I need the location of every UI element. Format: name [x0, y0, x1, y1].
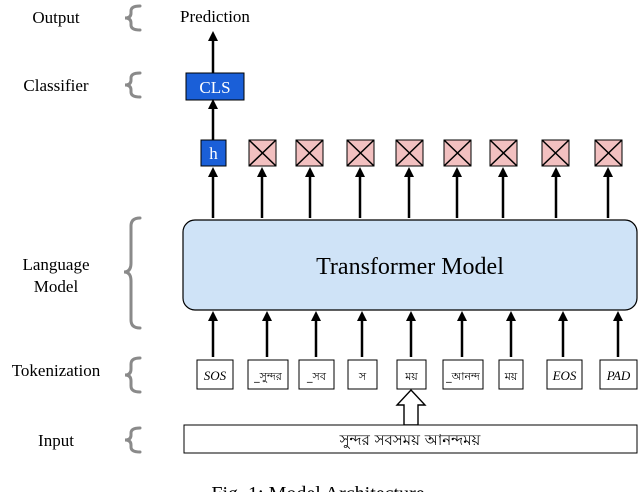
- cls-label: CLS: [199, 78, 230, 97]
- layer-label-tokenization: Tokenization: [12, 361, 101, 380]
- token-box: [442, 359, 484, 390]
- token-label: _আনন্দ: [445, 370, 480, 383]
- prediction-label: Prediction: [180, 7, 250, 26]
- curly-brace-icon: [124, 356, 142, 394]
- layer-label-model: Model: [34, 277, 79, 296]
- token-box: [546, 359, 583, 390]
- token-box: [396, 359, 427, 390]
- token-label: _সুন্দর: [253, 370, 283, 383]
- x-box-icon: [395, 139, 424, 167]
- layer-label-output: Output: [32, 8, 80, 27]
- curly-brace-icon: [124, 71, 142, 99]
- x-box-icon: [443, 139, 472, 167]
- x-box-icon: [541, 139, 570, 167]
- input-text-box: [183, 424, 638, 454]
- layer-label-classifier: Classifier: [23, 76, 88, 95]
- curly-brace-icon: [124, 426, 142, 454]
- token-label: EOS: [552, 368, 577, 383]
- x-box-icon: [346, 139, 375, 167]
- token-box: [196, 359, 234, 390]
- transformer-box: [182, 219, 638, 311]
- token-arrows: [208, 311, 623, 357]
- h-label: h: [209, 144, 218, 163]
- token-box: [498, 359, 524, 390]
- token-label: স: [358, 370, 367, 383]
- token-box: [347, 359, 378, 390]
- curly-brace-icon: [124, 4, 142, 32]
- input-text: সুন্দর সবসময় আনন্দময়: [339, 431, 482, 449]
- token-box: [599, 359, 638, 390]
- token-label: ময়: [504, 370, 518, 383]
- masked-outputs: [248, 139, 623, 167]
- hollow-up-arrow-icon: [395, 388, 427, 426]
- token-label: PAD: [606, 368, 631, 383]
- x-box-icon: [248, 139, 277, 167]
- token-box: [247, 359, 289, 390]
- output-arrows: [208, 167, 613, 218]
- token-label: ময়: [404, 370, 418, 383]
- transformer-label: Transformer Model: [316, 254, 504, 280]
- layer-label-language: Language: [22, 255, 89, 274]
- layer-label-input: Input: [38, 431, 74, 450]
- x-box-icon: [489, 139, 518, 167]
- figure-caption: Fig. 1: Model Architecture: [211, 483, 424, 492]
- x-box-icon: [295, 139, 324, 167]
- x-box-icon: [594, 139, 623, 167]
- token-box: [298, 359, 335, 390]
- token-label: SOS: [204, 368, 227, 383]
- h-box: [200, 139, 227, 167]
- token-label: _সব: [306, 370, 327, 383]
- token-row: SOS _সুন্দর _সব স ময় _আনন্দ ময় EOS PAD: [196, 359, 638, 390]
- curly-brace-icon: [123, 216, 142, 330]
